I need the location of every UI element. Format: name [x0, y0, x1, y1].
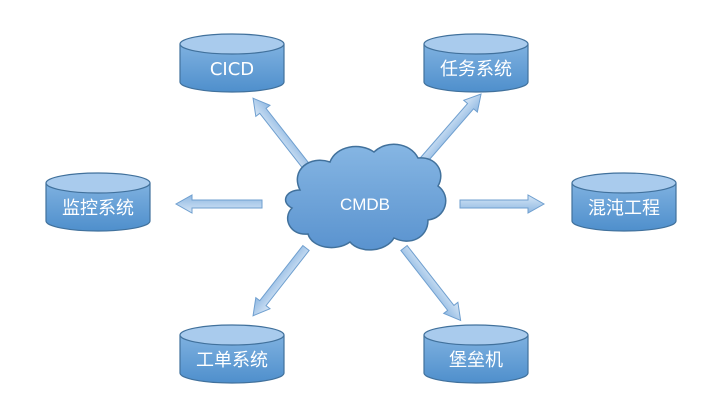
arrow-to-monitor-system — [174, 194, 263, 214]
cloud-icon — [284, 143, 447, 251]
node-label-ticket-system: 工单系统 — [196, 350, 268, 371]
arrows — [174, 93, 546, 322]
node-label-monitor-system: 监控系统 — [62, 198, 134, 219]
node-task-system: 任务系统 — [423, 33, 529, 93]
node-bastion-host: 堡垒机 — [423, 324, 529, 384]
node-label-bastion-host: 堡垒机 — [449, 350, 503, 371]
arrow-to-ticket-system — [252, 244, 310, 317]
arrow-to-bastion-host — [400, 244, 462, 322]
node-label-cicd: CICD — [210, 59, 254, 80]
hub-label: CMDB — [340, 195, 390, 214]
node-monitor-system: 监控系统 — [45, 172, 151, 232]
arrow-to-cicd — [252, 97, 310, 170]
arrow-to-chaos-engineering — [459, 194, 546, 214]
cmdb-hub: CMDB — [284, 143, 447, 251]
node-cicd: CICD — [179, 33, 285, 93]
node-label-chaos-engineering: 混沌工程 — [588, 198, 660, 219]
node-chaos-engineering: 混沌工程 — [571, 172, 677, 232]
node-ticket-system: 工单系统 — [179, 324, 285, 384]
arrow-to-task-system — [418, 93, 482, 166]
node-label-task-system: 任务系统 — [440, 59, 512, 80]
